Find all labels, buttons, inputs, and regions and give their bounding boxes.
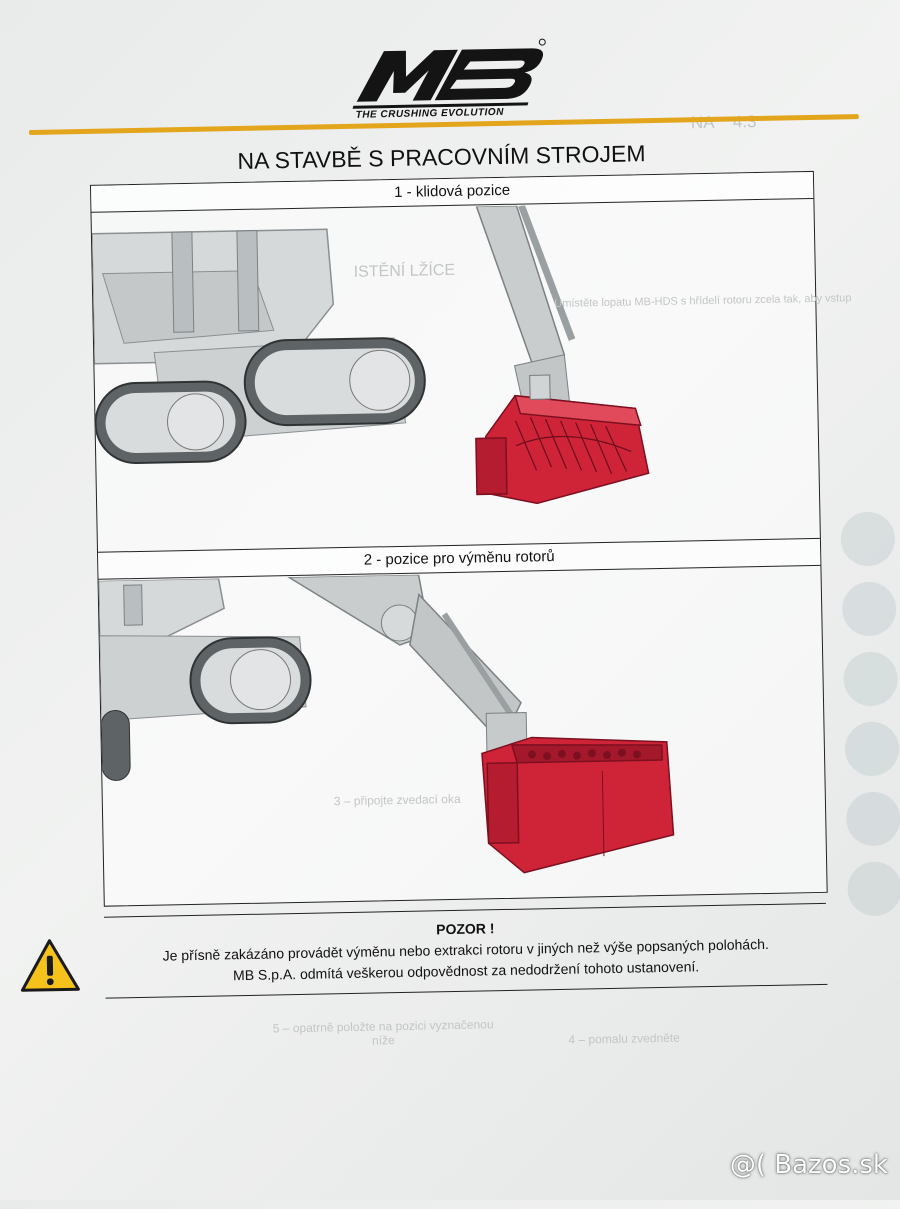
- illustration-frame: 1 - klidová pozice: [89, 170, 828, 907]
- ghost-text-7: 5 – opatrně položte na pozici vyznačenou…: [272, 1017, 494, 1048]
- ghost-text-6: 4 – pomalu zvedněte: [568, 1030, 681, 1047]
- side-ghost-circle: [847, 861, 900, 917]
- illustration-rest-position: [91, 200, 820, 552]
- side-ghost-circle: [840, 511, 896, 567]
- ghost-text-5: 3 – připojte zvedací oka: [333, 791, 461, 809]
- bazos-watermark: @( Bazos.sk: [729, 1150, 888, 1180]
- warning-triangle-icon: [18, 937, 81, 994]
- side-ghost-circle: [845, 791, 900, 847]
- mb-logo: [344, 28, 561, 132]
- warning-box: POZOR ! Je přísně zakázáno provádět výmě…: [104, 902, 828, 999]
- side-ghost-circle: [843, 651, 899, 707]
- side-ghost-circle: [844, 721, 900, 777]
- illustration-rotor-change-position: [98, 567, 827, 905]
- ghost-text-3: ISTĚNÍ LŽÍCE: [353, 261, 456, 281]
- side-ghost-circle: [841, 581, 897, 637]
